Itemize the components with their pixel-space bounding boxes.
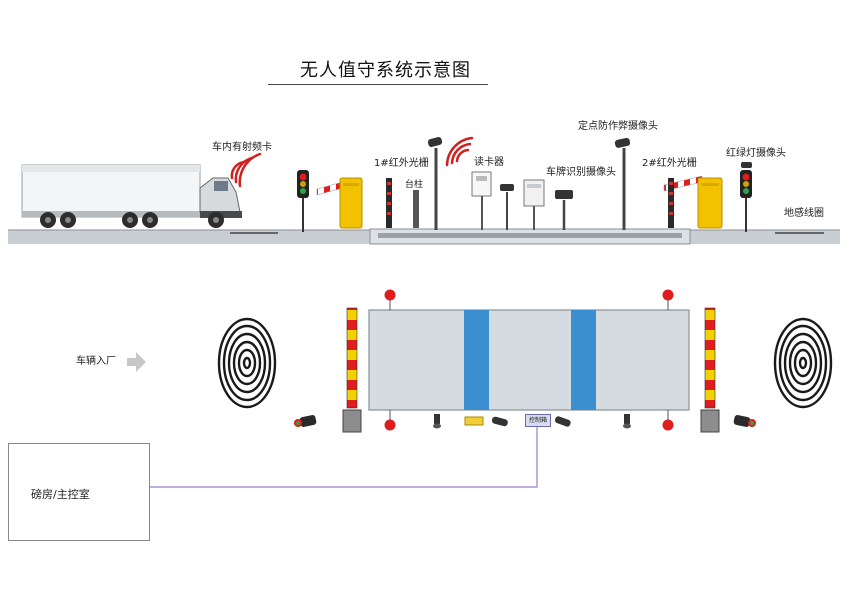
camera-icon [433, 414, 441, 429]
barrier-base-left [342, 409, 362, 433]
infrared-grating-icon [384, 289, 674, 431]
control-cabinet [523, 179, 545, 230]
traffic-light-icon [297, 170, 309, 232]
camera-icon [554, 416, 571, 427]
traffic-light-icon [294, 415, 317, 427]
infrared-grating-icon [668, 178, 674, 228]
label-loop-coil: 地感线圈 [784, 208, 824, 219]
card-reader-icon [471, 171, 492, 230]
label-grating-2: 2#红外光栅 [642, 158, 697, 169]
control-box: 控制箱 [525, 414, 551, 427]
traffic-light-icon [733, 415, 756, 427]
platform-post [413, 190, 419, 228]
truck-icon [21, 164, 242, 228]
wireless-signal-icon [445, 136, 474, 167]
wireless-signal-icon [230, 152, 262, 188]
label-grating-1: 1#红外光栅 [374, 158, 429, 169]
label-control-room: 磅房/主控室 [31, 488, 90, 501]
camera-icon [491, 416, 508, 427]
barrier-base-right [700, 409, 720, 433]
barrier-arm-left [346, 307, 358, 409]
label-plate-camera: 车牌识别摄像头 [546, 167, 616, 178]
loop-coil-icon [773, 317, 833, 409]
camera-icon [614, 137, 631, 230]
card-reader-icon [464, 416, 484, 426]
title-underline [268, 84, 488, 85]
loop-coil-icon [217, 317, 277, 409]
control-room: 磅房/主控室 [8, 443, 150, 541]
label-card-reader: 读卡器 [474, 157, 504, 168]
label-traffic-light-camera: 红绿灯摄像头 [726, 148, 786, 159]
label-platform-post: 台柱 [405, 180, 424, 190]
control-cable [150, 425, 538, 488]
road-side-view [8, 228, 840, 245]
camera-icon [500, 184, 514, 230]
barrier-arm-right [704, 307, 716, 409]
label-anti-cheat-camera: 定点防作弊摄像头 [578, 121, 658, 132]
traffic-light-icon [740, 162, 752, 232]
camera-icon [555, 190, 573, 230]
label-vehicle-entry: 车辆入厂 [76, 356, 116, 367]
diagram-title: 无人值守系统示意图 [300, 60, 471, 81]
infrared-grating-icon [386, 178, 392, 228]
arrow-right-icon [127, 352, 146, 372]
camera-icon [427, 136, 443, 230]
scale-platform [368, 309, 690, 411]
camera-icon [623, 414, 631, 429]
barrier-gate-icon [316, 177, 363, 229]
label-rfid-card: 车内有射频卡 [212, 142, 272, 153]
